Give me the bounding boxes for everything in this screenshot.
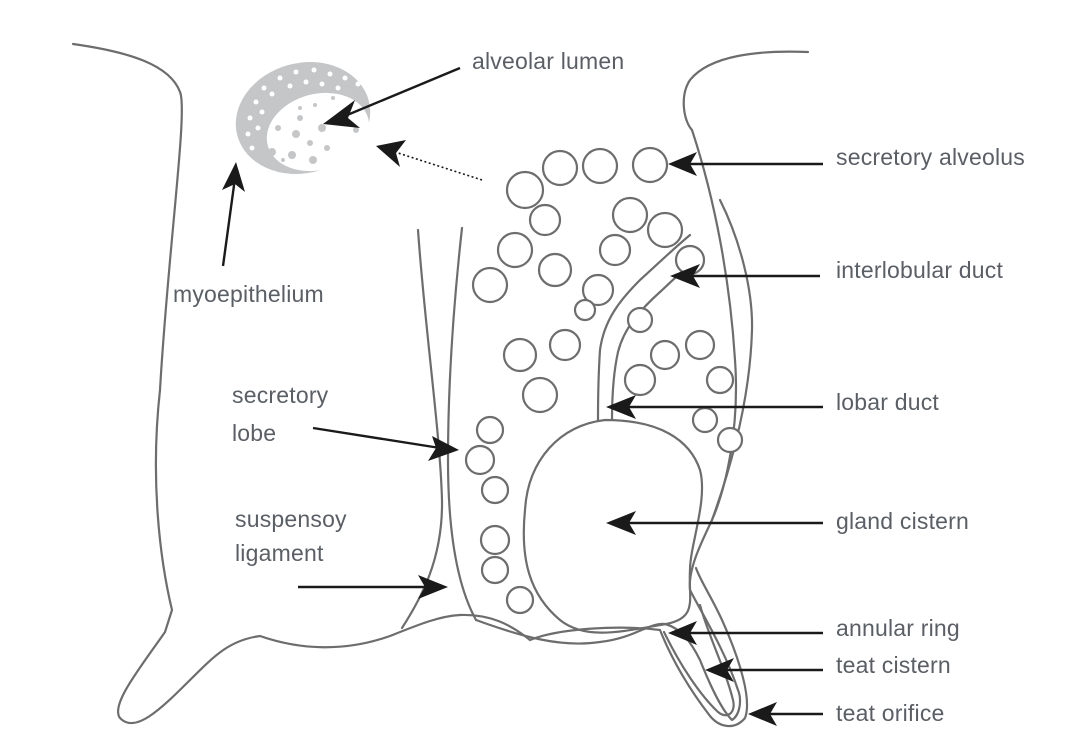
label-interlobular-duct: interlobular duct: [836, 257, 1004, 283]
label-suspensory-ligament-line2: ligament: [235, 540, 324, 566]
secretory-alveoli: [464, 146, 744, 615]
teat-cistern-inner: [662, 603, 735, 717]
arrowhead-secretory-lobe: [428, 436, 459, 461]
arrow-alveolar-lumen: [339, 66, 461, 120]
lobar-duct: [596, 233, 692, 422]
teat-outline-outer: [528, 566, 749, 728]
arrow-secretory-lobe: [312, 426, 441, 450]
label-teat-orifice: teat orifice: [836, 700, 945, 726]
arrowhead-gland-cistern: [606, 511, 636, 535]
arrowhead-alveolar-lumen: [323, 100, 360, 128]
label-secretory-lobe-line1: secretory: [232, 382, 329, 408]
arrowhead-teat-cistern: [705, 658, 734, 682]
arrowhead-lobar-duct: [606, 395, 636, 419]
arrowhead-secretory-alveolus: [668, 152, 697, 176]
arrowhead-interlobular-duct: [670, 264, 700, 288]
gland-cistern-shape: [522, 418, 704, 634]
body-outline-left: [71, 42, 532, 725]
arrow-dotted-alveolus: [394, 151, 483, 181]
label-suspensory-ligament-line1: suspensoy: [235, 506, 347, 532]
arrow-myoepithelium: [221, 177, 237, 267]
label-annular-ring: annular ring: [836, 615, 960, 641]
secretory-lobe-outline: [474, 198, 754, 722]
ligament-line-outer: [400, 228, 444, 630]
label-teat-cistern: teat cistern: [836, 652, 951, 678]
label-secretory-alveolus: secretory alveolus: [836, 144, 1025, 170]
arrowhead-suspensory-ligament: [418, 575, 448, 599]
arrowhead-annular-ring: [668, 621, 697, 645]
label-gland-cistern: gland cistern: [836, 508, 970, 534]
arrowhead-teat-orifice: [748, 702, 777, 726]
arrows: [221, 66, 823, 726]
body-outline-right: [682, 50, 810, 522]
myoepithelium-dots: [245, 67, 361, 151]
alveolus-cross-section: [235, 62, 371, 174]
arrowhead-dotted: [376, 140, 406, 167]
label-myoepithelium: myoepithelium: [173, 281, 324, 307]
label-alveolar-lumen: alveolar lumen: [472, 48, 625, 74]
arrowhead-myoepithelium: [222, 162, 245, 192]
lumen-dots: [268, 96, 359, 164]
label-secretory-lobe-line2: lobe: [232, 420, 277, 446]
ligament-line-inner: [446, 226, 478, 622]
label-lobar-duct: lobar duct: [836, 389, 940, 415]
